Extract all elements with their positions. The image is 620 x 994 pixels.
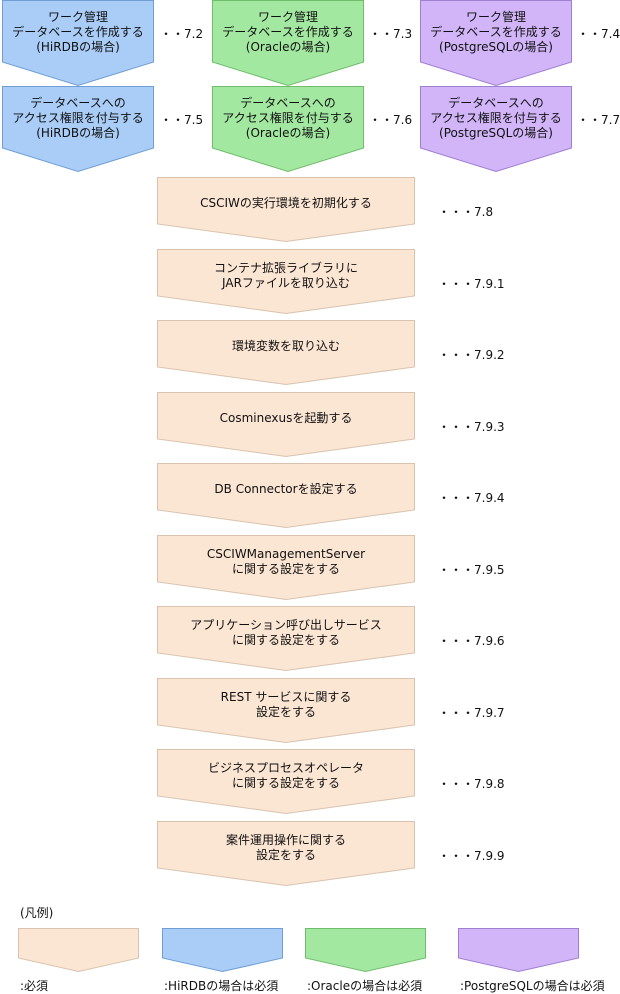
step-label-line: (Oracleの場合) [245,126,331,140]
step-arrow-shape [162,928,283,973]
step-arrow-shape [157,821,415,887]
legend-label: :PostgreSQLの場合は必須 [460,979,605,993]
section-ref: ・・・7.9.5 [438,563,505,577]
section-ref: ・・7.7 [577,113,620,127]
section-ref: ・・7.6 [369,113,413,127]
step-label-line: データベースを作成する [430,25,562,39]
step-label-line: データベースを作成する [222,25,354,39]
step-arrow-shape [157,249,415,315]
step-label-line: ワーク管理 [47,10,108,24]
legend-label: :HiRDBの場合は必須 [164,979,279,993]
step-arrow-shape [157,606,415,672]
step-arrow-shape [157,392,415,458]
step-label-line: アプリケーション呼び出しサービス [190,618,382,632]
legend-label: :必須 [20,979,49,993]
legend-swatch-required [18,928,139,973]
section-ref: ・・・7.9.1 [438,277,505,291]
step-arrow-shape [2,86,154,173]
common-step: CSCIWの実行環境を初期化する [157,177,415,243]
step-arrow-shape [212,0,364,87]
section-ref: ・・・7.9.8 [438,777,505,791]
step-label-line: (PostgreSQLの場合) [439,40,553,54]
step-label-line: データベースへの [448,96,544,110]
step-arrow-shape [157,463,415,529]
step-label-line: (Oracleの場合) [245,40,331,54]
step-label-line: 設定をする [255,705,316,719]
step-label-line: Cosminexusを起動する [219,411,353,425]
step-arrow-shape [157,749,415,815]
step-label-line: ワーク管理 [465,10,526,24]
step-label-line: データベースを作成する [12,25,144,39]
section-ref: ・・・7.9.6 [438,634,505,648]
legend-swatch-oracle [305,928,426,973]
common-step: REST サービスに関する設定をする [157,678,415,744]
step-label-line: 設定をする [255,848,316,862]
step-label-line: アクセス権限を付与する [430,111,562,125]
step-label-line: に関する設定をする [231,562,340,576]
step-label-line: に関する設定をする [231,776,340,790]
step-arrow-shape [305,928,426,973]
step-arrow-shape [420,0,572,87]
common-step: Cosminexusを起動する [157,392,415,458]
step-label-line: ワーク管理 [257,10,318,24]
section-ref: ・・7.4 [577,27,620,41]
step-label-line: CSCIWManagementServer [206,547,366,561]
section-ref: ・・・7.9.4 [438,491,505,505]
db-step-postgresql: ワーク管理データベースを作成する(PostgreSQLの場合) [420,0,572,87]
legend-swatch-postgresql [458,928,579,973]
common-step: 環境変数を取り込む [157,320,415,386]
section-ref: ・・・7.9.2 [438,348,505,362]
section-ref: ・・7.2 [160,27,204,41]
step-arrow-shape [212,86,364,173]
step-label-line: アクセス権限を付与する [12,111,144,125]
section-ref: ・・7.3 [369,27,413,41]
step-label-line: (HiRDBの場合) [36,126,120,140]
legend-title: (凡例) [20,906,54,920]
db-step-hirdb: データベースへのアクセス権限を付与する(HiRDBの場合) [2,86,154,173]
section-ref: ・・・7.9.9 [438,849,505,863]
common-step: 案件運用操作に関する設定をする [157,821,415,887]
step-label-line: データベースへの [240,96,336,110]
step-label-line: 環境変数を取り込む [231,339,340,353]
legend-label: :Oracleの場合は必須 [307,979,423,993]
step-label-line: コンテナ拡張ライブラリに [213,261,358,275]
step-label-line: (HiRDBの場合) [36,40,120,54]
step-arrow-shape [157,678,415,744]
step-label-line: JARファイルを取り込む [222,276,350,290]
step-label-line: 案件運用操作に関する [225,833,346,847]
step-arrow-shape [18,928,139,973]
step-arrow-shape [157,320,415,386]
db-step-postgresql: データベースへのアクセス権限を付与する(PostgreSQLの場合) [420,86,572,173]
db-step-oracle: データベースへのアクセス権限を付与する(Oracleの場合) [212,86,364,173]
step-label-line: アクセス権限を付与する [222,111,354,125]
step-arrow-shape [420,86,572,173]
section-ref: ・・7.5 [160,113,204,127]
section-ref: ・・・7.9.3 [438,420,505,434]
step-label-line: REST サービスに関する [220,690,352,704]
step-label-line: ビジネスプロセスオペレータ [207,761,364,775]
step-arrow-shape [458,928,579,973]
step-arrow-shape [157,177,415,243]
common-step: DB Connectorを設定する [157,463,415,529]
step-arrow-shape [2,0,154,87]
section-ref: ・・・7.8 [438,205,494,219]
section-ref: ・・・7.9.7 [438,706,505,720]
step-label-line: (PostgreSQLの場合) [439,126,553,140]
db-step-oracle: ワーク管理データベースを作成する(Oracleの場合) [212,0,364,87]
legend-swatch-hirdb [162,928,283,973]
step-label-line: に関する設定をする [231,633,340,647]
step-arrow-shape [157,535,415,601]
step-label-line: DB Connectorを設定する [214,482,358,496]
common-step: ビジネスプロセスオペレータに関する設定をする [157,749,415,815]
step-label-line: データベースへの [30,96,126,110]
common-step: アプリケーション呼び出しサービスに関する設定をする [157,606,415,672]
step-label-line: CSCIWの実行環境を初期化する [200,196,372,210]
db-step-hirdb: ワーク管理データベースを作成する(HiRDBの場合) [2,0,154,87]
